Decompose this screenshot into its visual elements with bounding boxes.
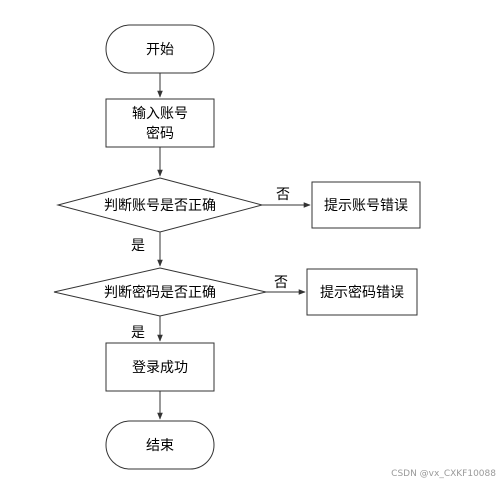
account-no-label: 否 (276, 187, 290, 203)
check-account-node: 判断账号是否正确 (56, 177, 264, 233)
account-yes-label: 是 (131, 238, 145, 254)
password-error-label: 提示密码错误 (320, 284, 404, 301)
start-node: 开始 (105, 24, 215, 74)
watermark: CSDN @vx_CXKF10088 (391, 469, 496, 479)
input-node: 输入账号 密码 (105, 98, 215, 148)
input-label-line-1: 输入账号 (132, 106, 188, 122)
account-error-label: 提示账号错误 (324, 198, 408, 214)
check-account-label: 判断账号是否正确 (104, 198, 216, 214)
end-node: 结束 (105, 420, 215, 470)
account-error-node: 提示账号错误 (311, 181, 421, 229)
password-no-label: 否 (274, 275, 288, 291)
check-password-label: 判断密码是否正确 (104, 284, 216, 301)
password-error-node: 提示密码错误 (306, 268, 418, 316)
password-yes-label: 是 (131, 325, 145, 341)
start-label: 开始 (146, 42, 174, 58)
login-success-node: 登录成功 (105, 342, 215, 392)
input-label-line-2: 密码 (146, 125, 174, 142)
check-password-node: 判断密码是否正确 (53, 267, 267, 317)
end-label: 结束 (146, 438, 174, 454)
login-success-label: 登录成功 (132, 360, 188, 376)
